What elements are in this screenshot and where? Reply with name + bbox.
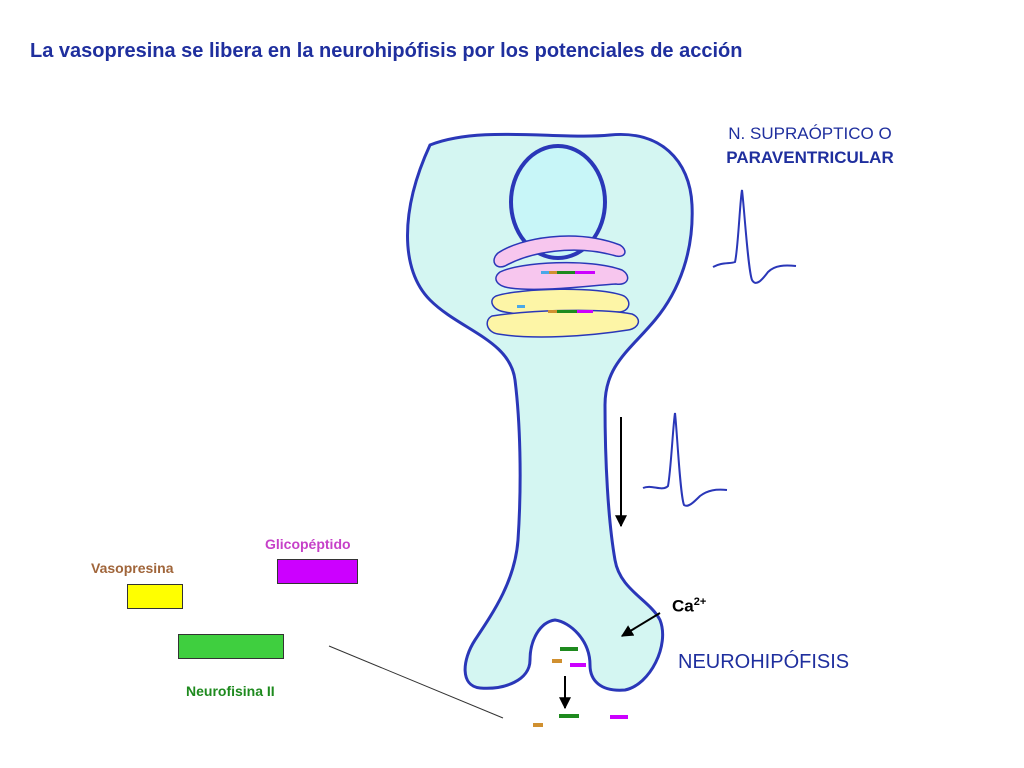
legend-connector-line — [328, 645, 504, 719]
legend-vasopressin-swatch — [127, 584, 183, 609]
golgi-cisterna-pink-1 — [493, 235, 626, 268]
terminal-glycopeptide — [570, 663, 586, 667]
legend-glycopeptide-label: Glicopéptido — [265, 536, 351, 552]
calcium-charge: 2+ — [693, 596, 707, 608]
action-potential-trace-soma — [712, 189, 797, 284]
legend-neurophysin-label: Neurofisina II — [186, 683, 275, 699]
legend-neurophysin-swatch — [178, 634, 284, 659]
legend-vasopressin-label: Vasopresina — [91, 560, 174, 576]
neurohypophysis-label: NEUROHIPÓFISIS — [678, 651, 850, 673]
released-glycopeptide — [610, 715, 628, 719]
page-title: La vasopresina se libera en la neurohipó… — [30, 40, 743, 62]
cell-nucleus — [509, 144, 607, 260]
released-vasopressin — [533, 723, 543, 727]
nucleus-label-line2: PARAVENTRICULAR — [726, 148, 894, 167]
precursor-in-golgi-1 — [541, 271, 595, 274]
nucleus-label: N. SUPRAÓPTICO O PARAVENTRICULAR — [700, 122, 920, 170]
action-potential-trace-axon — [642, 412, 728, 507]
legend-glycopeptide-swatch — [277, 559, 358, 584]
calcium-influx-arrow — [620, 612, 661, 637]
released-neurophysin — [559, 714, 579, 718]
precursor-in-golgi-2 — [517, 305, 593, 313]
golgi-cisterna-pink-2 — [495, 261, 629, 291]
calcium-label: Ca2+ — [672, 596, 706, 617]
nucleus-label-line1: N. SUPRAÓPTICO O — [728, 124, 892, 143]
calcium-symbol: Ca — [672, 596, 694, 616]
terminal-vasopressin — [552, 659, 562, 663]
terminal-neurophysin — [560, 647, 578, 651]
